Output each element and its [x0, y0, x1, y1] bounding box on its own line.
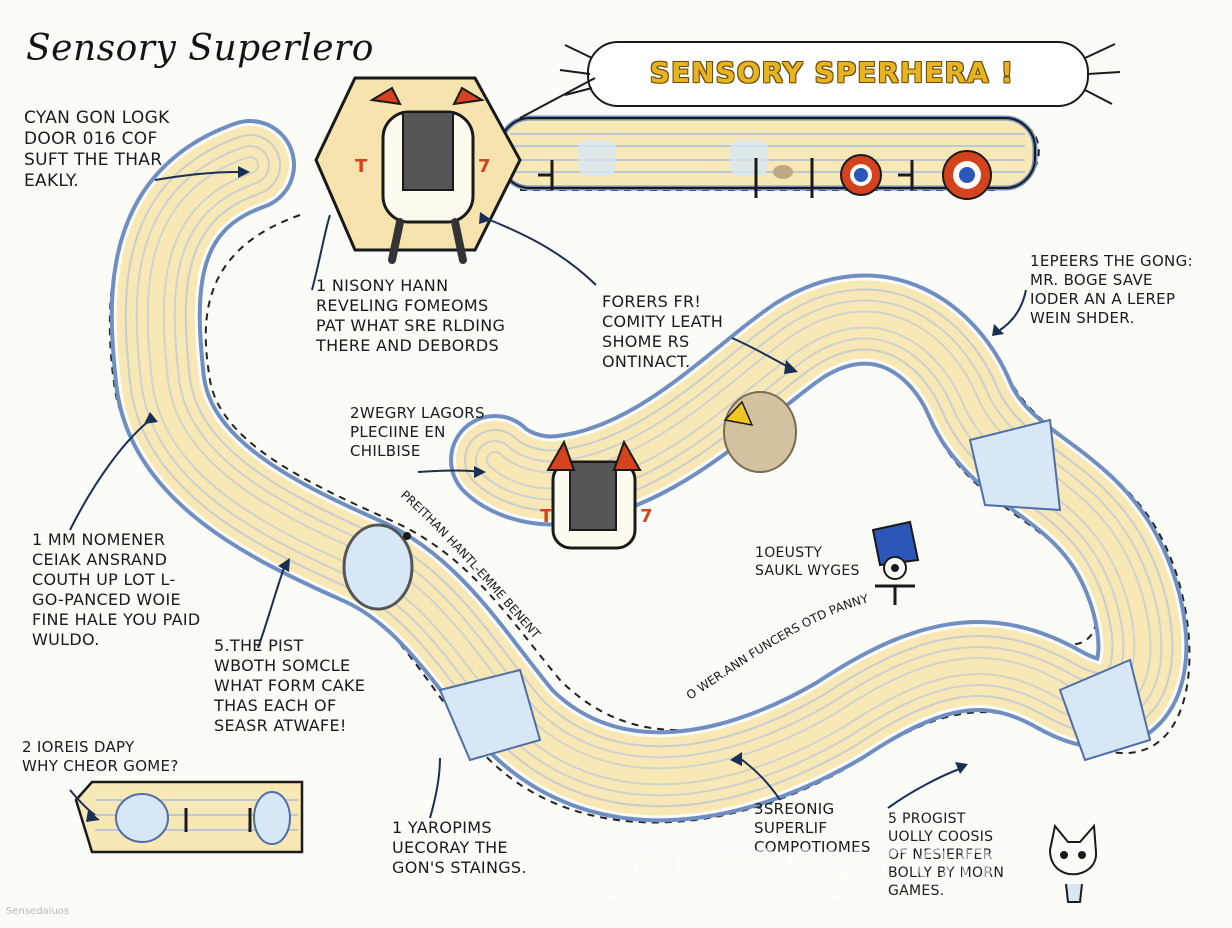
callout-line: 1 MM NOMENER [32, 530, 166, 549]
target-icon [840, 154, 882, 196]
svg-text:7: 7 [478, 156, 491, 177]
callout-line: 1OEUSTY [755, 545, 823, 561]
mini-track [74, 780, 304, 854]
water-drop [342, 523, 414, 611]
callout-line: PLECIINE EN [350, 423, 446, 441]
callout-line: ONTINACT. [602, 352, 691, 371]
svg-text:T: T [540, 506, 553, 527]
arrow-heads [86, 166, 1004, 822]
callout-line: SAUKL WYGES [755, 563, 860, 579]
banner-frame [519, 41, 1121, 119]
callout-line: COUTH UP LOT L- [32, 570, 176, 589]
callout-line: 5 PROGIST [888, 811, 966, 827]
player-piece: T 7 [540, 439, 653, 550]
callout-line: THAS EACH OF [214, 696, 337, 715]
callout-lower-center-right: 1OEUSTY SAUKL WYGES [755, 544, 860, 580]
callout-line: GON'S STAINGS. [392, 858, 527, 877]
callout-line: GAMES. [888, 883, 945, 899]
callout-line: COMPOTIOMES [754, 838, 871, 856]
callout-line: CEIAK ANSRAND [32, 550, 168, 569]
callout-line: 1 NISONY HANN [316, 276, 449, 295]
callout-line: PAT WHAT SRE RLDING [316, 316, 506, 335]
callout-line: THERE AND DEBORDS [316, 336, 499, 355]
callout-line: FINE HALE YOU PAID [32, 610, 201, 629]
callout-line: SUFT THE THAR [24, 150, 163, 170]
page-title: Sensory Superlero [26, 28, 374, 69]
hexagon-tile: T 7 [314, 76, 522, 264]
callout-line: UOLLY COOSIS [888, 829, 994, 845]
callout-line: IODER AN A LEREP [1030, 290, 1176, 308]
callout-line: EAKLY. [24, 171, 79, 191]
callout-line: DOOR 016 COF [24, 129, 158, 149]
callout-line: MR. BOGE SAVE [1030, 271, 1153, 289]
callout-line: FORERS FR! [602, 292, 702, 311]
sand-blob [723, 391, 797, 473]
callout-line: WEIN SHDER. [1030, 309, 1135, 327]
credit-text: Sensedaluos [6, 906, 70, 917]
target-icon [942, 150, 992, 200]
callout-line: 5.THE PIST [214, 636, 304, 655]
callout-line: BOLLY BY MORN [888, 865, 1005, 881]
top-track [497, 115, 1038, 200]
callout-bottom-right: 5 PROGIST UOLLY COOSIS OF NESIERFER BOLLY B… [888, 810, 1004, 900]
callout-line: 2WEGRY LAGORS [350, 404, 485, 422]
svg-text:T: T [355, 156, 368, 177]
callout-line: REVELING FOMEOMS [316, 296, 489, 315]
callout-line: 1 YAROPIMS [392, 818, 492, 837]
callout-line: OF NESIERFER [888, 847, 993, 863]
robot-piece [871, 520, 920, 605]
callout-line: WULDO. [32, 630, 100, 649]
callout-line: SEASR ATWAFE! [214, 716, 347, 735]
watermark: journey.com [610, 826, 1021, 900]
callout-line: COMITY LEATH [602, 312, 724, 331]
callout-line: UECORAY THE [392, 838, 508, 857]
callout-line: CHILBISE [350, 442, 421, 460]
banner-title: SENSORY SPERHERA ! [649, 56, 1015, 89]
cat-mascot [1048, 823, 1098, 903]
callout-line: CYAN GON LOGK [24, 108, 170, 128]
svg-text:7: 7 [640, 506, 653, 527]
callout-line: 1EPEERS THE GONG: [1030, 252, 1193, 270]
callout-line: WHY CHEOR GOME? [22, 757, 179, 775]
ice-patches [438, 418, 1152, 762]
callout-line: 2 IOREIS DAPY [22, 738, 135, 756]
callout-line: GO-PANCED WOIE [32, 590, 181, 609]
callout-line: 3SREONIG [754, 800, 835, 818]
callout-line: SUPERLIF [754, 819, 828, 837]
callout-line: WHAT FORM CAKE [214, 676, 366, 695]
callout-line: WBOTH SOMCLE [214, 656, 351, 675]
callout-line: SHOME RS [602, 332, 690, 351]
